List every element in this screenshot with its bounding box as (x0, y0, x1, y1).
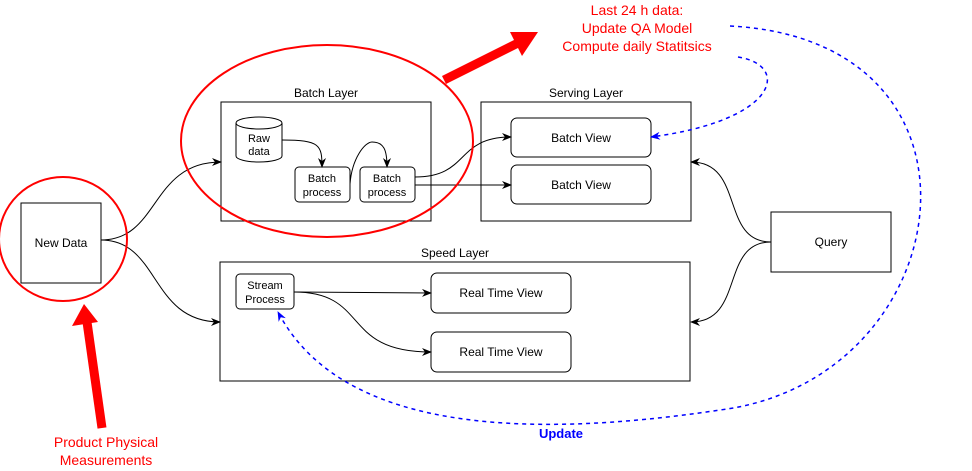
svg-text:data: data (248, 146, 270, 158)
edge-query-speed (690, 241, 772, 326)
batch-process-1-label-top: Batch (308, 173, 336, 185)
real-time-view-1-label: Real Time View (459, 286, 542, 300)
edge-query-serving (690, 158, 772, 243)
annotation-top-line-1: Last 24 h data: (591, 2, 684, 18)
dashed-update-to-stream-process (277, 25, 922, 426)
edge-batch1-batch2 (349, 141, 391, 185)
new-data-label: New Data (35, 236, 88, 250)
query-box (770, 211, 892, 273)
batch-view-1-label: Batch View (551, 131, 611, 145)
edge-raw-batch1 (281, 139, 326, 168)
real-time-view-2-label: Real Time View (459, 345, 542, 359)
edge-batch2-view1 (414, 133, 512, 178)
batch-process-2-label-bottom: process (368, 187, 407, 199)
edge-newdata-speed (100, 239, 221, 326)
batch-layer-highlight-circle (180, 44, 474, 238)
raw-data-cylinder: Raw data (235, 116, 283, 163)
speed-layer-title: Speed Layer (421, 246, 489, 260)
stream-process-label-bottom: Process (245, 294, 285, 306)
edge-newdata-batch (100, 158, 222, 241)
annotation-bottom-line-1: Product Physical (54, 434, 158, 450)
red-arrow-to-top-annotation (441, 32, 538, 85)
update-label: Update (539, 426, 583, 441)
batch-view-2-label: Batch View (551, 178, 611, 192)
serving-layer-title: Serving Layer (549, 86, 623, 100)
annotation-top-line-3: Compute daily Statitsics (562, 38, 711, 54)
annotation-top-line-2: Update QA Model (582, 20, 693, 36)
edge-stream-rtv1 (293, 288, 432, 297)
red-arrow-to-new-data (72, 304, 107, 429)
batch-process-1-label-bottom: process (303, 187, 342, 199)
annotation-bottom-line-2: Measurements (60, 452, 153, 468)
edge-stream-rtv2 (293, 291, 432, 356)
dashed-update-to-batch-view (650, 56, 769, 140)
query-label: Query (815, 235, 848, 249)
stream-process-label-top: Stream (247, 280, 282, 292)
new-data-box (20, 202, 102, 284)
batch-process-2-label-top: Batch (373, 173, 401, 185)
batch-layer-title: Batch Layer (294, 86, 358, 100)
new-data-highlight-circle (0, 176, 128, 302)
svg-text:Raw: Raw (248, 133, 270, 145)
